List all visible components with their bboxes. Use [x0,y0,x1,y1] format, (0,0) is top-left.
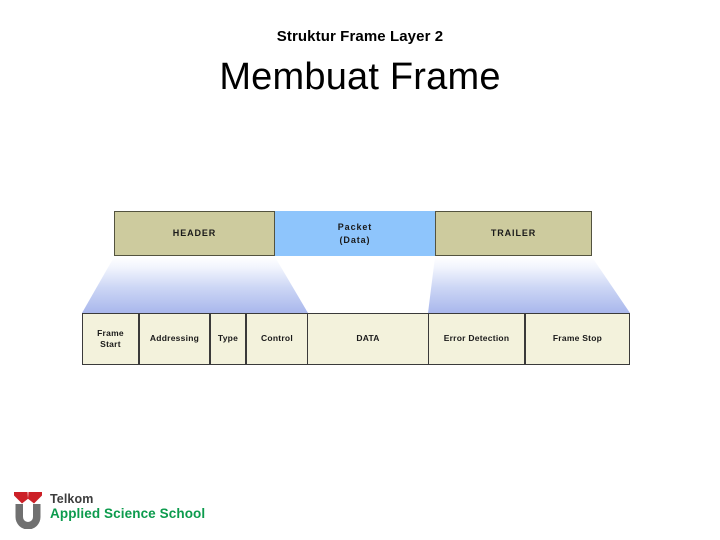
top-box-trailer[interactable]: TRAILER [435,211,592,256]
bottom-cell-frame-stop[interactable]: Frame Stop [525,313,630,365]
bottom-cell-frame-stop-label: Frame Stop [552,333,603,344]
header-expander-shape [82,257,308,313]
bottom-cell-frame-start[interactable]: Frame Start [82,313,139,365]
footer-brand-text: Telkom Applied Science School [50,492,205,522]
bottom-cell-data[interactable]: DATA [308,313,428,365]
bottom-cell-frame-start-label-line2: Start [100,339,121,349]
bottom-cell-addressing-label: Addressing [149,333,200,344]
top-box-packet-label-line2: (Data) [339,234,371,245]
footer-brand-line-1: Telkom [50,492,94,506]
top-box-header[interactable]: HEADER [114,211,275,256]
footer-brand-line-2: Applied Science School [50,506,206,522]
bottom-cell-control-label: Control [261,333,293,344]
bottom-cell-error-detection-label: Error Detection [443,333,510,344]
bottom-cell-frame-start-label-line1: Frame [97,327,124,338]
slide-subtitle: Struktur Frame Layer 2 [276,28,444,45]
top-box-packet-label: Packet (Data) [338,221,372,245]
bottom-cell-type[interactable]: Type [210,313,246,365]
top-box-header-label: HEADER [172,228,217,239]
bottom-cell-data-label: DATA [356,333,380,344]
footer-logo: Telkom Applied Science School [12,489,242,531]
top-box-packet[interactable]: Packet (Data) [275,211,435,256]
slide-title: Membuat Frame [219,56,501,98]
bottom-cell-error-detection[interactable]: Error Detection [428,313,525,365]
top-box-trailer-label: TRAILER [490,228,537,239]
telkom-university-logo-mark-icon [14,492,42,529]
trailer-expander-shape [428,257,630,313]
bottom-cell-control[interactable]: Control [246,313,308,365]
top-box-packet-label-line1: Packet [337,222,373,233]
bottom-cell-type-label: Type [217,333,239,344]
bottom-cell-frame-start-label: Frame Start [97,328,124,350]
bottom-cell-addressing[interactable]: Addressing [139,313,210,365]
